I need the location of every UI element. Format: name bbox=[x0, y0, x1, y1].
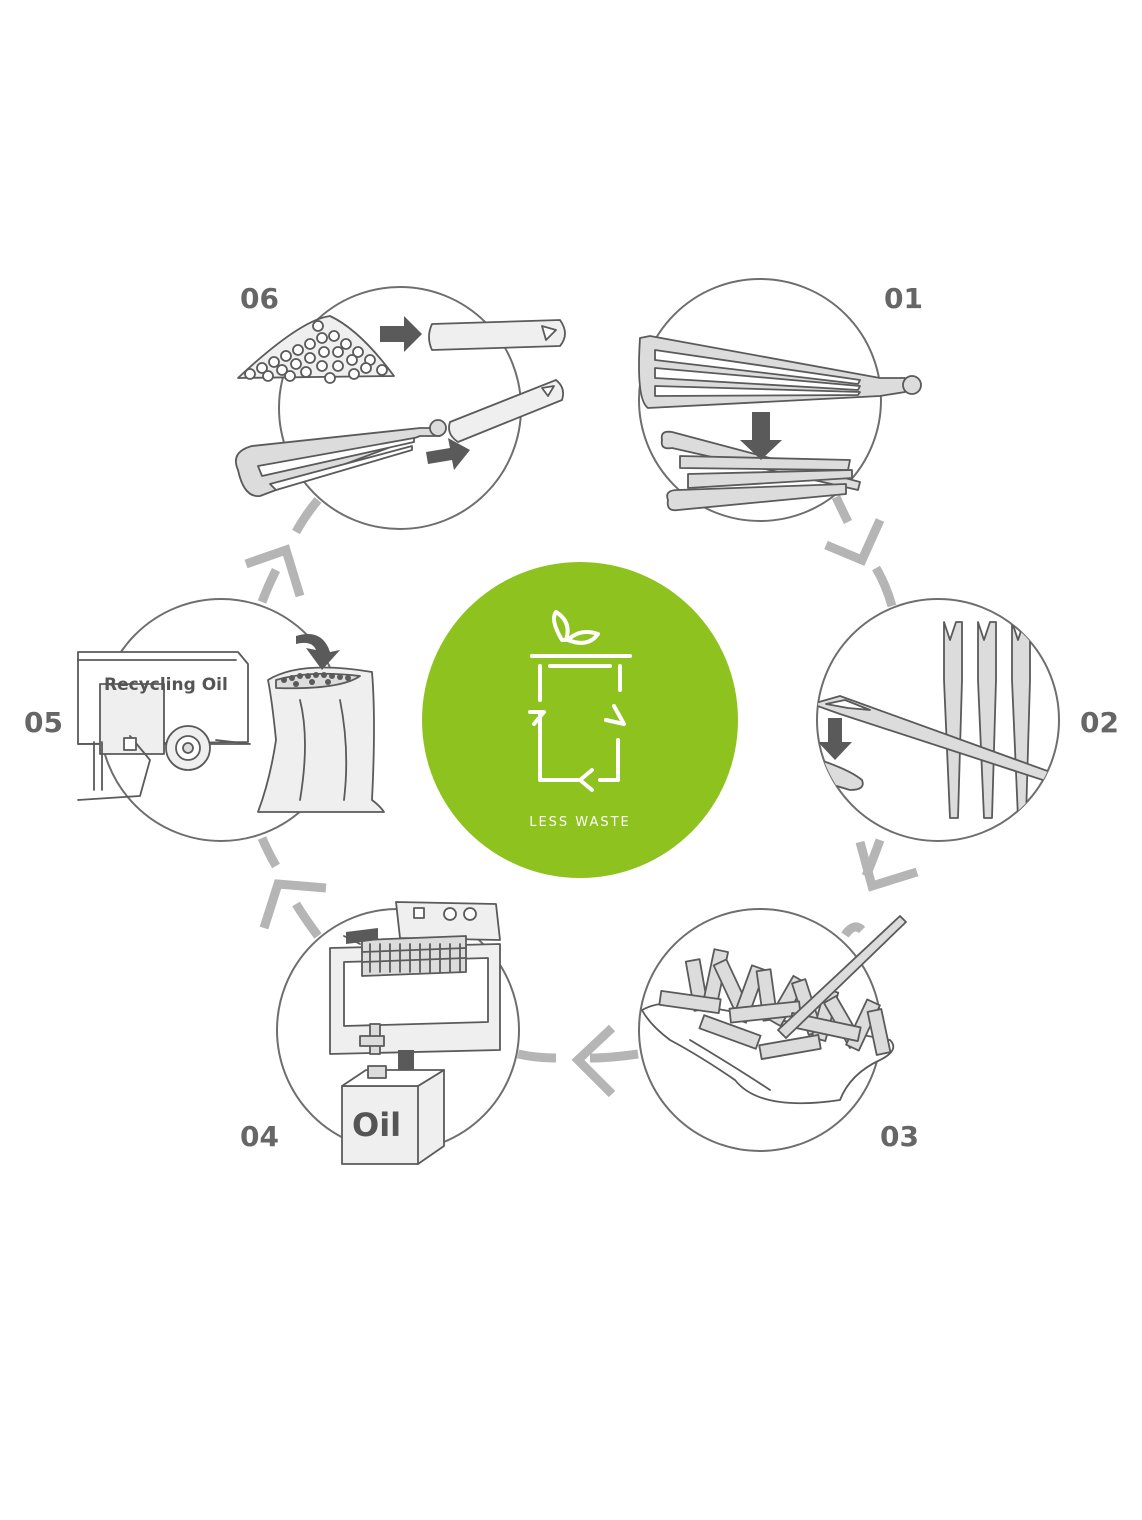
step-05-number: 05 bbox=[24, 706, 63, 739]
arc-04-05-a bbox=[292, 901, 322, 939]
arc-04-05-b bbox=[257, 836, 280, 869]
arc-01-02-b bbox=[872, 565, 897, 608]
step-06-number: 06 bbox=[240, 282, 279, 315]
chevron-01-02 bbox=[824, 518, 885, 566]
chevron-05-06 bbox=[244, 544, 305, 598]
arc-05-06-a bbox=[257, 567, 281, 604]
cycle-arrows bbox=[244, 495, 919, 1098]
arc-03-04-b bbox=[517, 1049, 557, 1063]
chevron-04-05 bbox=[259, 879, 327, 930]
spatula-pieces-icon bbox=[638, 335, 922, 512]
step-02-number: 02 bbox=[1080, 706, 1119, 739]
center-circle bbox=[422, 562, 738, 878]
step-03-number: 03 bbox=[880, 1120, 919, 1153]
skewers-icon bbox=[817, 621, 1059, 819]
center-label: LESS WASTE bbox=[529, 815, 631, 830]
fryer-oil-canister-icon: Oil bbox=[329, 901, 501, 1165]
step-02-circle bbox=[816, 598, 1060, 842]
arc-05-06-b bbox=[292, 497, 322, 535]
canister-label: Oil bbox=[352, 1106, 401, 1144]
arc-01-02-a bbox=[831, 495, 853, 525]
recycling-truck-bag-icon: Recycling Oil bbox=[77, 634, 385, 813]
arc-03-04-a bbox=[589, 1049, 639, 1063]
truck-label: Recycling Oil bbox=[104, 675, 228, 695]
step-04-number: 04 bbox=[240, 1120, 279, 1153]
pellets-to-handle-icon bbox=[234, 315, 566, 497]
arc-02-03-a bbox=[841, 922, 866, 938]
center-badge: LESS WASTE bbox=[422, 562, 738, 878]
pellet-pile bbox=[237, 315, 395, 384]
chevron-03-04 bbox=[571, 1024, 616, 1098]
recycle-bin-icon bbox=[528, 610, 632, 792]
chevron-02-03 bbox=[855, 840, 919, 892]
step-01-number: 01 bbox=[884, 282, 923, 315]
fries-tray-icon bbox=[641, 915, 907, 1105]
